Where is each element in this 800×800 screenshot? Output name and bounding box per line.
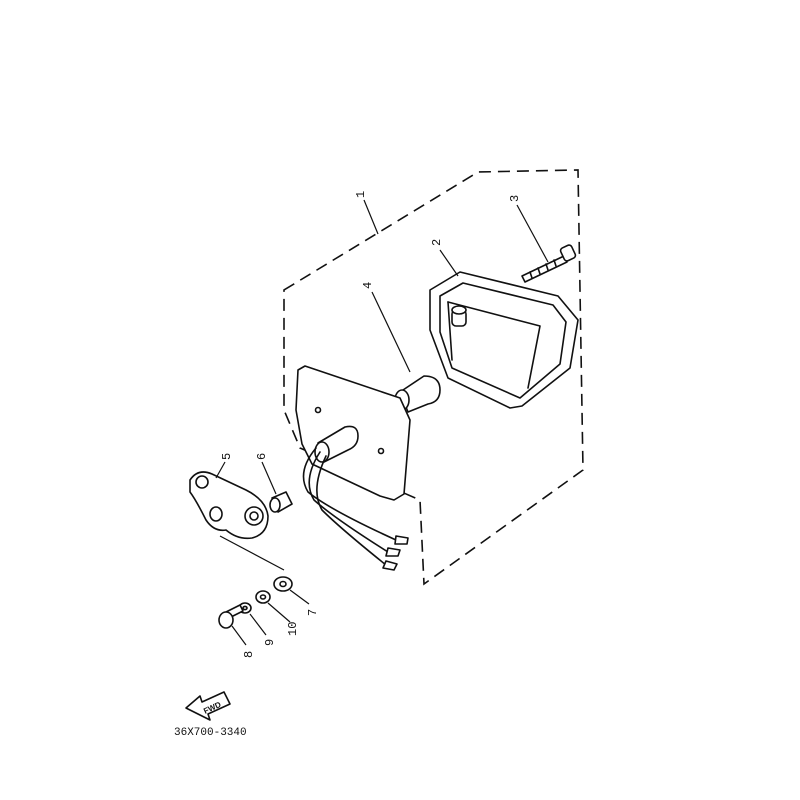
leader-5 [215, 461, 226, 479]
leader-3 [516, 204, 549, 263]
leader-2 [439, 249, 459, 277]
drawing-code: 36X700-3340 [174, 727, 247, 739]
nut-part-10 [255, 590, 271, 604]
wire-harness [302, 447, 409, 571]
callout-6: 6 [255, 453, 269, 460]
callout-4: 4 [361, 282, 375, 289]
callout-9: 9 [263, 639, 277, 646]
callout-1: 1 [354, 191, 368, 198]
assembly-guide-line [219, 535, 285, 571]
leader-8 [231, 625, 247, 646]
forward-arrow-icon: FWD [185, 691, 231, 721]
callout-10: 10 [286, 622, 300, 636]
collar-part-6 [269, 491, 293, 513]
bracket-part-5 [189, 471, 269, 540]
screw-part-3 [521, 244, 577, 283]
leader-9 [249, 613, 267, 636]
callout-2: 2 [430, 239, 444, 246]
lens-housing-part-2 [429, 271, 579, 409]
assembly-boundary [283, 169, 584, 586]
leader-1 [363, 199, 379, 235]
callout-5: 5 [220, 453, 234, 460]
callout-3: 3 [508, 195, 522, 202]
base-plate [295, 365, 411, 501]
callout-7: 7 [306, 609, 320, 616]
bolt-part-8 [218, 604, 244, 629]
callout-8: 8 [242, 651, 256, 658]
leader-7 [289, 589, 310, 605]
leader-4 [371, 291, 411, 373]
leader-10 [267, 602, 291, 623]
washer-part-7 [273, 576, 293, 592]
leader-6 [261, 461, 277, 495]
